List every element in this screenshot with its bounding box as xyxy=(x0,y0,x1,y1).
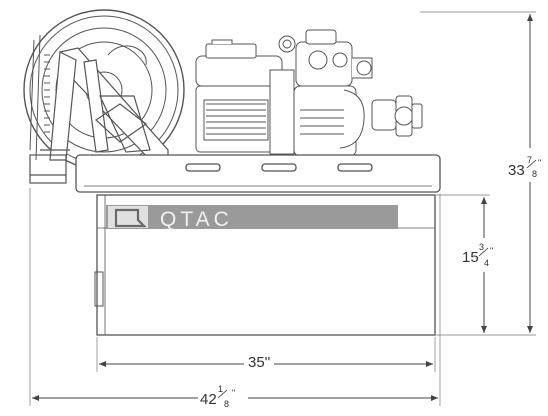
logo-band xyxy=(106,205,398,229)
dim-tank-width: 35'' xyxy=(96,337,436,372)
dim-tank-height: 15 3 4 " xyxy=(436,194,502,333)
overall-width-numerator: 1 xyxy=(218,384,223,394)
dim-overall-height: 33 7 8 " xyxy=(420,11,546,336)
tank-height-unit: " xyxy=(490,246,493,256)
overall-width-unit: " xyxy=(232,388,235,398)
overall-height-numerator: 7 xyxy=(527,155,532,165)
platform xyxy=(75,154,441,193)
overall-height-whole: 33 xyxy=(508,162,525,179)
brand-name: QTAC xyxy=(160,208,233,231)
overall-height-denominator: 8 xyxy=(532,169,537,179)
overall-width-denominator: 8 xyxy=(224,399,229,409)
tank-height-whole: 15 xyxy=(462,249,479,266)
pump xyxy=(293,29,423,157)
brand-logo: QTAC xyxy=(106,205,398,231)
engine xyxy=(195,35,296,155)
dim-overall-width: 42 1 8 " xyxy=(29,188,441,409)
overall-width-whole: 42 xyxy=(200,391,217,408)
overall-height-unit: " xyxy=(538,158,541,168)
reel-frame xyxy=(29,47,169,184)
tank-height-numerator: 3 xyxy=(479,242,484,252)
tank-height-denominator: 4 xyxy=(484,258,489,268)
qtac-logo-icon xyxy=(114,208,147,228)
tank-width-label: 35'' xyxy=(248,354,271,371)
